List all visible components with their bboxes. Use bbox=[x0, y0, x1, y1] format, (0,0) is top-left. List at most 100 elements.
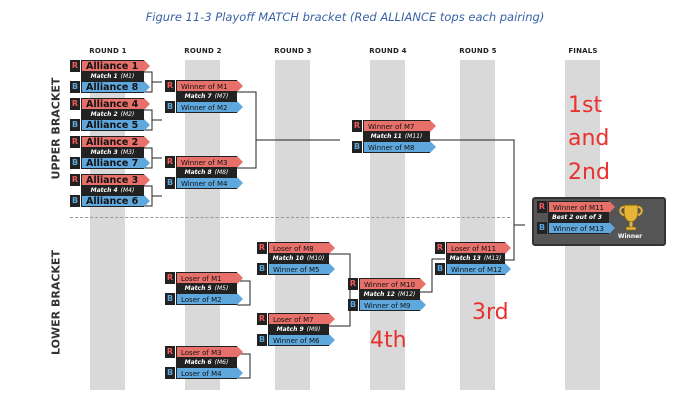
arrow-tip bbox=[144, 195, 150, 207]
red-team-name: Loser of M8 bbox=[268, 242, 329, 254]
figure-caption: Figure 11-3 Playoff MATCH bracket (Red A… bbox=[145, 10, 545, 24]
arrow-tip bbox=[420, 278, 426, 290]
red-tag: R bbox=[165, 156, 175, 168]
red-tag: R bbox=[165, 80, 175, 92]
red-team-name: Loser of M11 bbox=[446, 242, 505, 254]
match-code: (M4) bbox=[120, 187, 135, 194]
red-tag: R bbox=[70, 60, 80, 72]
arrow-tip bbox=[237, 177, 243, 189]
blue-team-name: Loser of M4 bbox=[176, 367, 237, 379]
red-tag: R bbox=[257, 242, 267, 254]
match-code: (M9) bbox=[306, 326, 321, 333]
match-code: (M12) bbox=[397, 291, 416, 298]
arrow-tip bbox=[144, 98, 150, 110]
arrow-tip bbox=[329, 313, 335, 325]
red-team-name: Winner of M7 bbox=[363, 120, 430, 132]
match-name: Match 1 bbox=[90, 73, 118, 80]
blue-team-name: Winner of M2 bbox=[176, 101, 237, 113]
arrow-tip bbox=[505, 263, 511, 275]
arrow-tip bbox=[237, 293, 243, 305]
red-team-name: Loser of M1 bbox=[176, 272, 237, 284]
match-label: Match 3(M3) bbox=[81, 148, 144, 157]
red-tag: R bbox=[257, 313, 267, 325]
arrow-tip bbox=[144, 60, 150, 72]
match-name: Match 5 bbox=[184, 285, 212, 292]
match-name: Match 11 bbox=[370, 133, 402, 140]
red-team-name: Alliance 1 bbox=[81, 60, 144, 72]
round-5-header: ROUND 5 bbox=[459, 47, 497, 55]
match-name: Match 6 bbox=[184, 359, 212, 366]
match-code: (M5) bbox=[214, 285, 229, 292]
arrow-tip bbox=[609, 222, 615, 234]
match-name: Match 10 bbox=[272, 255, 304, 262]
red-tag: R bbox=[70, 136, 80, 148]
match-code: (M1) bbox=[120, 73, 135, 80]
match-label: Match 4(M4) bbox=[81, 186, 144, 195]
blue-tag: B bbox=[165, 293, 175, 305]
blue-tag: B bbox=[70, 81, 80, 93]
round-5-column bbox=[460, 60, 495, 390]
red-team-name: Alliance 2 bbox=[81, 136, 144, 148]
match-code: (M8) bbox=[214, 169, 229, 176]
blue-tag: B bbox=[348, 299, 358, 311]
arrow-tip bbox=[420, 299, 426, 311]
match-label: Match 7(M7) bbox=[176, 92, 237, 101]
match-label: Match 6(M6) bbox=[176, 358, 237, 367]
blue-team-name: Winner of M8 bbox=[363, 141, 430, 153]
blue-tag: B bbox=[435, 263, 445, 275]
match-code: (M6) bbox=[214, 359, 229, 366]
match-name: Match 13 bbox=[449, 255, 481, 262]
red-tag: R bbox=[348, 278, 358, 290]
round-4-header: ROUND 4 bbox=[369, 47, 407, 55]
blue-tag: B bbox=[70, 195, 80, 207]
red-tag: R bbox=[70, 174, 80, 186]
round-1-header: ROUND 1 bbox=[89, 47, 127, 55]
arrow-tip bbox=[609, 201, 615, 213]
blue-team-name: Winner of M5 bbox=[268, 263, 329, 275]
arrow-tip bbox=[430, 141, 436, 153]
annotation-2nd: 2nd bbox=[568, 160, 610, 185]
blue-team-name: Winner of M12 bbox=[446, 263, 505, 275]
blue-tag: B bbox=[70, 157, 80, 169]
annotation-3rd: 3rd bbox=[472, 300, 509, 325]
arrow-tip bbox=[144, 174, 150, 186]
annotation-4th: 4th bbox=[370, 328, 407, 353]
round-2-header: ROUND 2 bbox=[184, 47, 222, 55]
arrow-tip bbox=[144, 157, 150, 169]
arrow-tip bbox=[237, 346, 243, 358]
blue-team-name: Alliance 5 bbox=[81, 119, 144, 131]
round-3-header: ROUND 3 bbox=[274, 47, 312, 55]
blue-tag: B bbox=[257, 263, 267, 275]
blue-tag: B bbox=[352, 141, 362, 153]
match-label: Match 13(M13) bbox=[446, 254, 505, 263]
annotation-1st: 1st bbox=[568, 93, 603, 118]
blue-team-name: Winner of M6 bbox=[268, 334, 329, 346]
arrow-tip bbox=[144, 136, 150, 148]
round-2-column bbox=[185, 60, 220, 390]
blue-tag: B bbox=[70, 119, 80, 131]
match-label: Match 2(M2) bbox=[81, 110, 144, 119]
arrow-tip bbox=[329, 263, 335, 275]
blue-team-name: Alliance 7 bbox=[81, 157, 144, 169]
match-name: Best 2 out of 3 bbox=[552, 214, 602, 221]
match-name: Match 2 bbox=[90, 111, 118, 118]
finals-header: FINALS bbox=[568, 47, 598, 55]
match-code: (M2) bbox=[120, 111, 135, 118]
red-tag: R bbox=[165, 346, 175, 358]
match-name: Match 12 bbox=[363, 291, 395, 298]
arrow-tip bbox=[329, 334, 335, 346]
winner-label: Winner bbox=[617, 233, 643, 240]
